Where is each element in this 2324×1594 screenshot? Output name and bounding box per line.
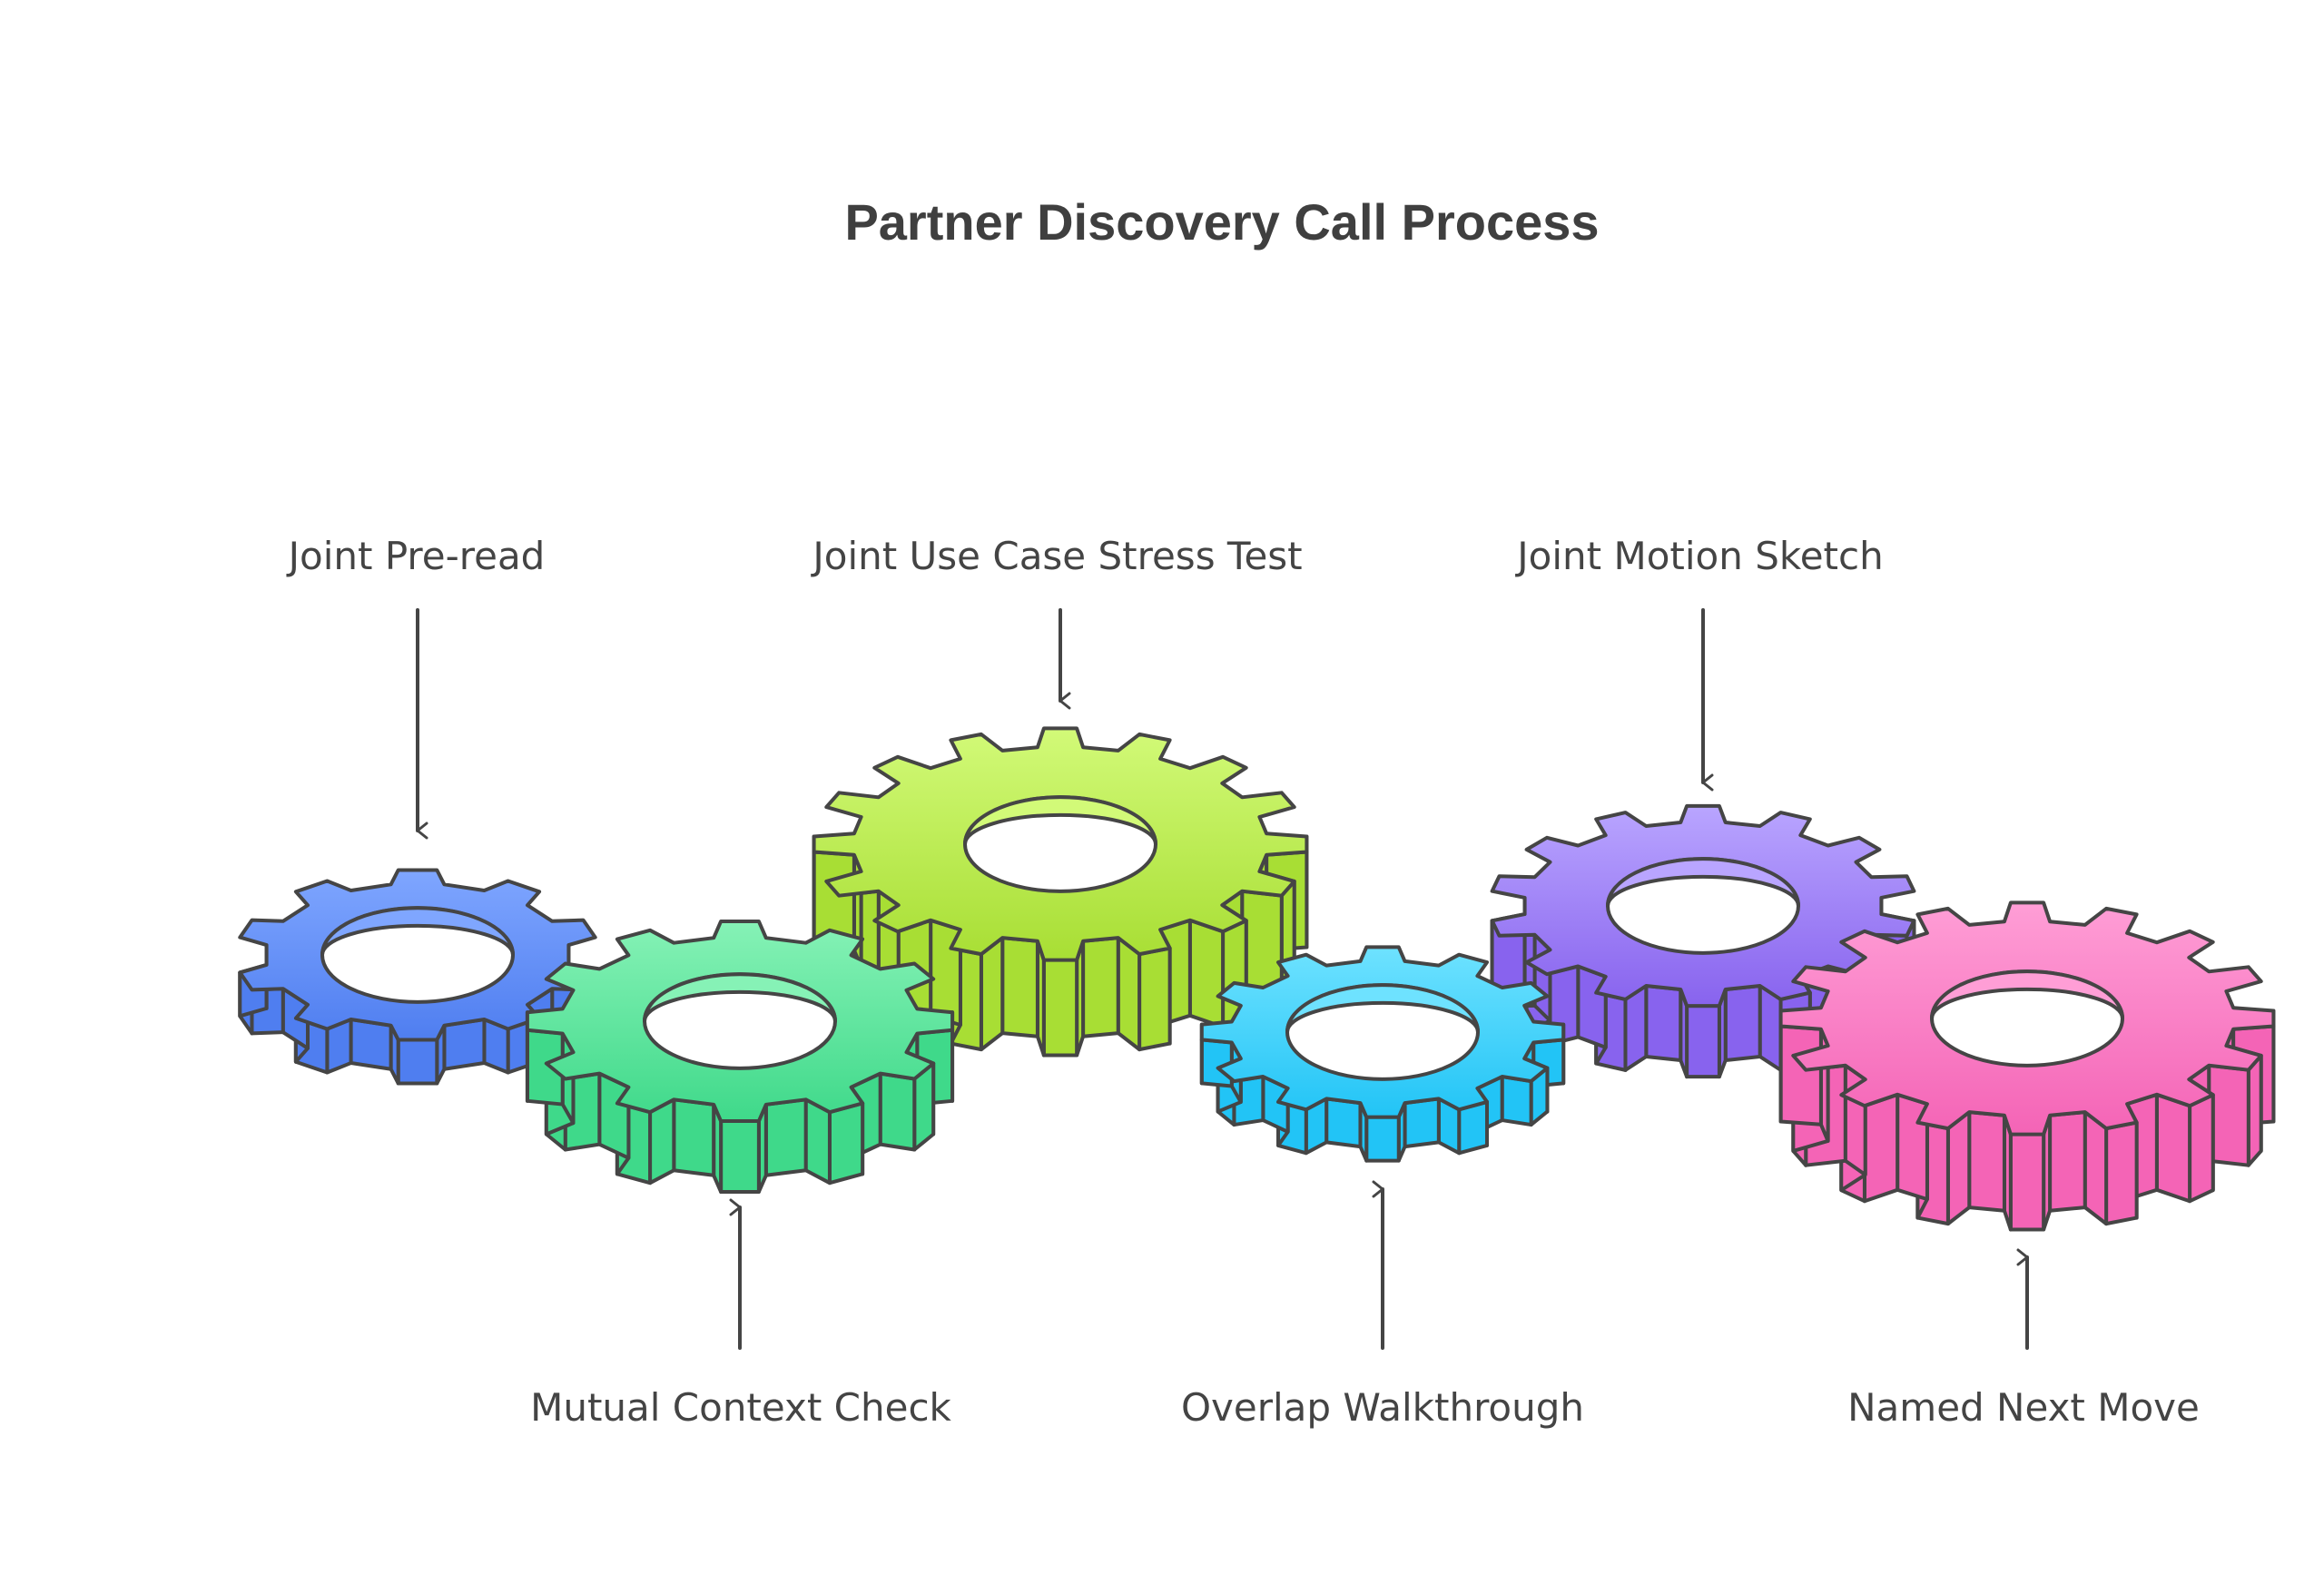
gear-hole-wall [643,972,837,1023]
label-named-next-move: Named Next Move [1847,1385,2200,1430]
gear-hole-wall [963,795,1157,846]
gear-joint-pre-read [238,868,597,1086]
gear-joint-use-case-stress-test [812,726,1309,1058]
label-joint-motion-sketch: Joint Motion Sketch [1517,534,1884,578]
label-joint-pre-read: Joint Pre-read [288,534,546,578]
gear-named-next-move [1778,900,2276,1232]
gear-hole-wall [1606,857,1800,908]
gear-overlap-walkthrough [1199,945,1566,1163]
label-mutual-context-check: Mutual Context Check [530,1385,951,1430]
gear-hole-wall [1285,983,1480,1034]
label-overlap-walkthrough: Overlap Walkthrough [1180,1385,1585,1430]
gear-hole-wall [1930,969,2124,1020]
gear-mutual-context-check [525,920,955,1195]
gear-hole-wall [320,906,515,957]
diagram-title: Partner Discovery Call Process [844,193,1600,251]
label-joint-use-case-stress-test: Joint Use Case Stress Test [812,534,1303,578]
